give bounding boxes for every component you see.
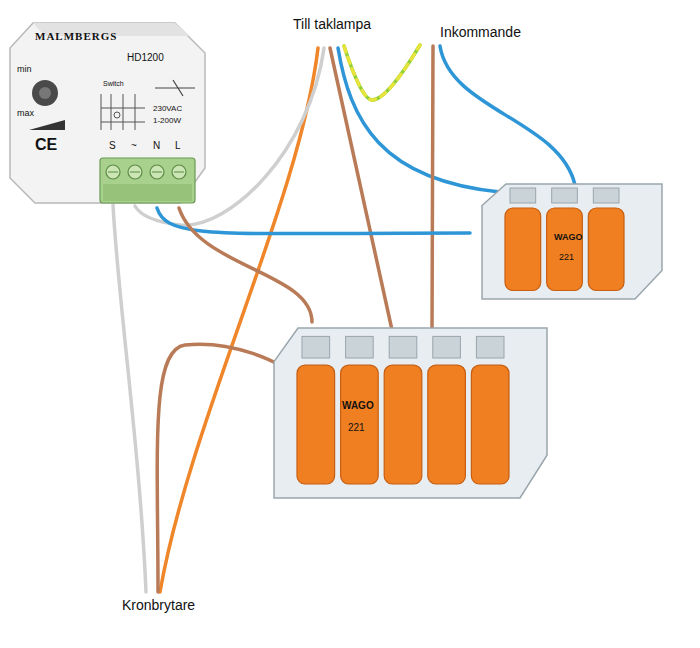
terminal-name: N [153,140,160,152]
connector-model: 221 [559,252,574,262]
knob-label: min [17,64,32,74]
knob-label: max [17,108,34,118]
brand-name: MALMBERGS [35,30,117,43]
rating-text: 1-200W [153,116,181,125]
blue-wire [338,48,500,192]
earth-wire-stripe [344,45,420,100]
grey-wire [113,205,146,592]
connector-brand: WAGO [554,232,583,242]
model-number: HD1200 [127,52,164,64]
wago-connector-5-outline [262,322,550,502]
terminal-name: L [175,140,181,152]
wire-label: Till taklampa [293,16,371,33]
ce-mark: CE [35,136,57,154]
terminal-name: S [109,140,116,152]
earth-wire [344,45,420,100]
wago-connector-5: WAGO 221 [262,322,550,502]
wire-connector [157,208,470,234]
switch-label: Switch [103,80,124,88]
wire-label: Inkommande [440,24,521,41]
rating-text: 230VAC [153,104,182,113]
dimmer-unit: MALMBERGS HD1200 min maxCE Switch 230VAC 1-200… [5,18,210,208]
terminal-name: ~ [131,140,137,152]
connector-model: 221 [348,422,365,434]
wire-label: Kronbrytare [122,597,195,614]
wago-connector-3: WAGO 221 [470,178,665,303]
wire-connector [179,208,312,322]
blue-wire [440,46,575,185]
connector-brand: WAGO [342,400,374,412]
brown-wire [432,46,433,330]
